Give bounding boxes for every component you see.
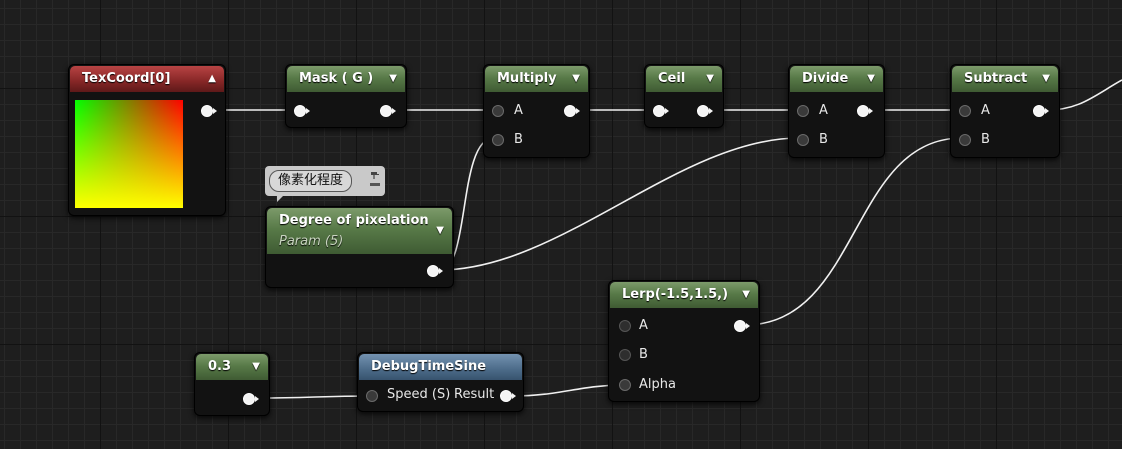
node-header[interactable]: Ceil ▼	[646, 66, 722, 92]
pin-label-b: B	[639, 347, 648, 362]
node-header[interactable]: Multiply ▼	[485, 66, 588, 92]
output-pin[interactable]	[734, 320, 750, 332]
node-texcoord[interactable]: TexCoord[0] ▲	[68, 64, 226, 216]
node-subtitle: Param (5)	[279, 234, 344, 249]
node-header[interactable]: Degree of pixelation Param (5) ▼	[267, 208, 452, 254]
node-title: Lerp(-1.5,1.5,)	[622, 287, 729, 302]
node-header[interactable]: Subtract ▼	[952, 66, 1058, 92]
pin-label-result: Result	[454, 387, 495, 402]
collapse-icon[interactable]: ▲	[208, 73, 216, 84]
node-constant[interactable]: 0.3 ▼	[194, 352, 270, 416]
collapse-icon[interactable]: ▼	[436, 225, 444, 236]
node-lerp[interactable]: Lerp(-1.5,1.5,) ▼ A B Alpha	[608, 280, 760, 402]
input-pin-b[interactable]	[959, 134, 971, 146]
collapse-icon[interactable]: ▼	[572, 73, 580, 84]
pin-label-b: B	[514, 132, 523, 147]
pin-label-speed: Speed (S)	[387, 387, 451, 402]
node-header[interactable]: TexCoord[0] ▲	[70, 66, 224, 92]
output-pin[interactable]	[201, 105, 217, 117]
input-pin-speed[interactable]	[366, 390, 378, 402]
comment-bubble[interactable]: 像素化程度	[265, 166, 385, 202]
collapse-icon[interactable]: ▼	[1042, 73, 1050, 84]
output-pin[interactable]	[857, 105, 873, 117]
node-param-degree-of-pixelation[interactable]: Degree of pixelation Param (5) ▼	[265, 206, 454, 288]
input-pin[interactable]	[653, 105, 669, 117]
node-title: DebugTimeSine	[371, 359, 487, 374]
node-title: 0.3	[208, 359, 232, 374]
node-header[interactable]: Lerp(-1.5,1.5,) ▼	[610, 282, 758, 308]
comment-text[interactable]: 像素化程度	[269, 170, 353, 192]
node-title: TexCoord[0]	[82, 71, 171, 86]
node-title: Degree of pixelation	[279, 213, 429, 228]
node-title: Multiply	[497, 71, 557, 86]
pin-icon	[370, 172, 380, 186]
pin-label-b: B	[981, 132, 990, 147]
pin-label-b: B	[819, 132, 828, 147]
node-mask[interactable]: Mask ( G ) ▼	[285, 64, 407, 128]
input-pin-a[interactable]	[959, 105, 971, 117]
node-title: Divide	[802, 71, 849, 86]
output-pin[interactable]	[697, 105, 713, 117]
output-pin[interactable]	[564, 105, 580, 117]
input-pin-b[interactable]	[797, 134, 809, 146]
pin-label-a: A	[514, 103, 523, 118]
output-pin[interactable]	[243, 393, 259, 405]
input-pin-a[interactable]	[797, 105, 809, 117]
pin-label-a: A	[819, 103, 828, 118]
collapse-icon[interactable]: ▼	[706, 73, 714, 84]
collapse-icon[interactable]: ▼	[742, 289, 750, 300]
collapse-icon[interactable]: ▼	[389, 73, 397, 84]
output-pin[interactable]	[427, 265, 443, 277]
input-pin-alpha[interactable]	[619, 379, 631, 391]
input-pin[interactable]	[294, 105, 310, 117]
node-header[interactable]: Mask ( G ) ▼	[287, 66, 405, 92]
pin-label-alpha: Alpha	[639, 377, 676, 392]
node-title: Mask ( G )	[299, 71, 374, 86]
node-debugtimesine[interactable]: DebugTimeSine Speed (S) Result	[357, 352, 524, 412]
wire-const-debugsine	[257, 395, 373, 399]
texture-preview	[75, 100, 183, 208]
node-subtract[interactable]: Subtract ▼ A B	[950, 64, 1060, 158]
output-pin[interactable]	[1033, 105, 1049, 117]
input-pin-b[interactable]	[619, 349, 631, 361]
node-header[interactable]: DebugTimeSine	[359, 354, 522, 380]
node-multiply[interactable]: Multiply ▼ A B	[483, 64, 590, 158]
pin-icon[interactable]	[369, 168, 381, 192]
input-pin-b[interactable]	[492, 134, 504, 146]
collapse-icon[interactable]: ▼	[252, 361, 260, 372]
node-divide[interactable]: Divide ▼ A B	[788, 64, 885, 158]
node-title: Ceil	[658, 71, 686, 86]
output-pin[interactable]	[380, 105, 396, 117]
wire-lerp-subtract-b	[744, 137, 963, 326]
node-title: Subtract	[964, 71, 1028, 86]
input-pin-a[interactable]	[492, 105, 504, 117]
node-ceil[interactable]: Ceil ▼	[644, 64, 724, 128]
pin-label-a: A	[981, 103, 990, 118]
pin-label-a: A	[639, 318, 648, 333]
collapse-icon[interactable]: ▼	[867, 73, 875, 84]
input-pin-a[interactable]	[619, 320, 631, 332]
output-pin[interactable]	[500, 390, 516, 402]
node-header[interactable]: Divide ▼	[790, 66, 883, 92]
node-header[interactable]: 0.3 ▼	[196, 354, 268, 380]
